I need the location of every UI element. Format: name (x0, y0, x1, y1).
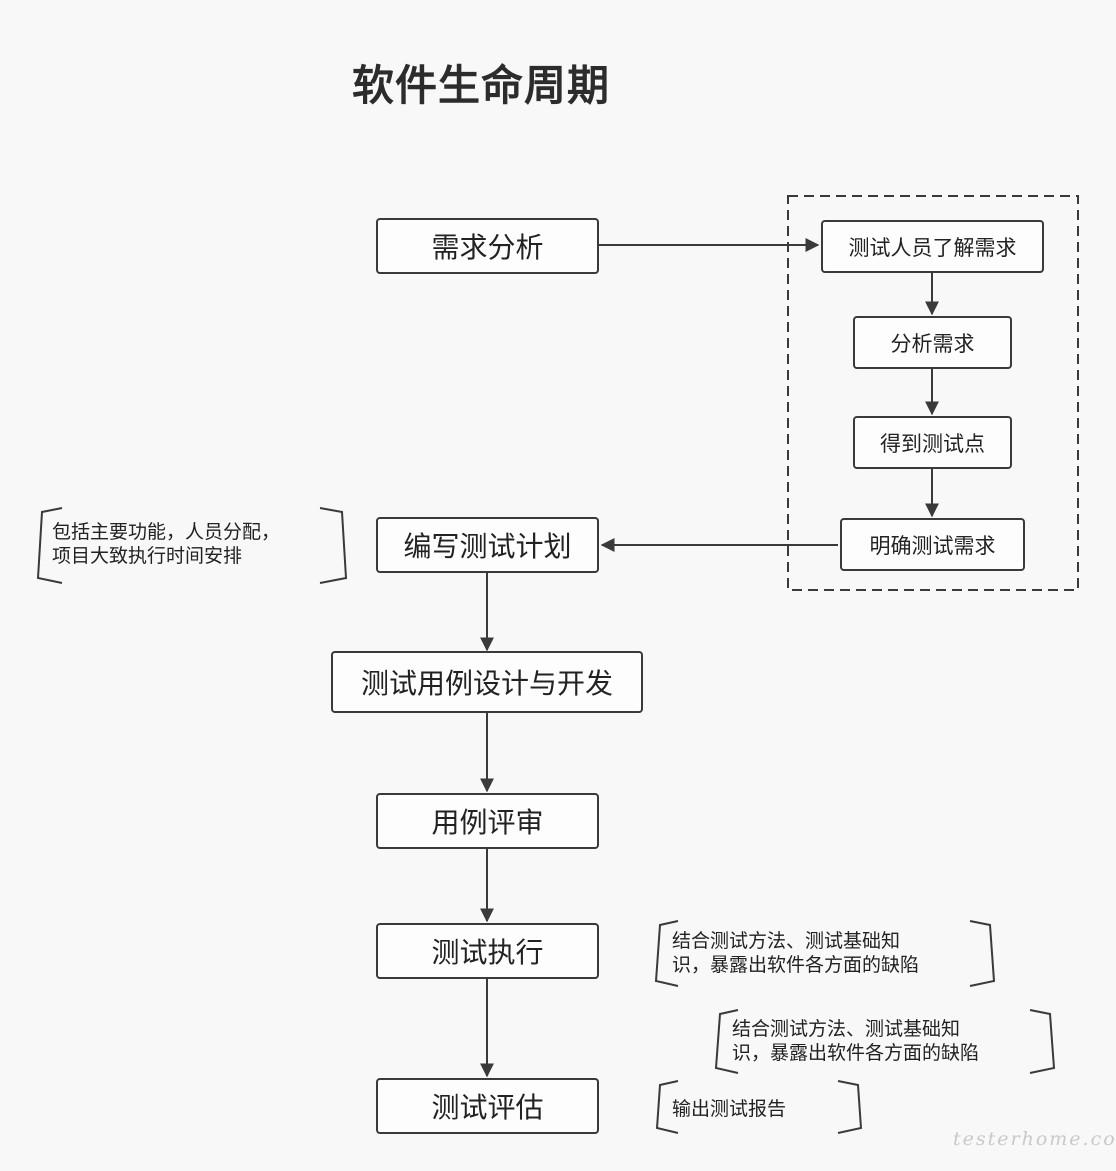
note-test-execution-repeat: 结合测试方法、测试基础知 识，暴露出软件各方面的缺陷 (732, 1018, 980, 1064)
watermark: testerhome.com (953, 1128, 1116, 1150)
step-test-execution-label: 测试执行 (431, 936, 544, 969)
step-write-test-plan: 编写测试计划 (376, 517, 599, 573)
note-plan-bracket-left (36, 507, 63, 584)
step-requirements-analysis: 需求分析 (376, 218, 599, 274)
step-test-execution: 测试执行 (376, 923, 599, 979)
step-case-review: 用例评审 (376, 793, 599, 849)
note-plan-bracket-right (319, 507, 348, 584)
note-execution-repeat-bracket-left (714, 1009, 739, 1074)
step-test-evaluation-label: 测试评估 (431, 1091, 544, 1124)
substep-understand-requirements-label: 测试人员了解需求 (848, 235, 1017, 260)
substep-clarify-test-requirements-label: 明确测试需求 (869, 533, 996, 558)
substep-get-test-points-label: 得到测试点 (880, 431, 985, 456)
note-evaluation-bracket-left (655, 1080, 679, 1134)
note-test-plan: 包括主要功能，人员分配， 项目大致执行时间安排 (52, 521, 281, 567)
sub-process-group (787, 195, 1079, 591)
step-test-case-design: 测试用例设计与开发 (331, 651, 643, 713)
step-requirements-analysis-label: 需求分析 (431, 231, 544, 264)
step-write-test-plan-label: 编写测试计划 (403, 530, 572, 563)
substep-analyze-requirements-label: 分析需求 (890, 331, 975, 356)
step-test-case-design-label: 测试用例设计与开发 (360, 667, 613, 700)
diagram-title: 软件生命周期 (352, 61, 611, 110)
note-evaluation-bracket-right (837, 1080, 863, 1134)
substep-analyze-requirements: 分析需求 (853, 316, 1012, 369)
substep-clarify-test-requirements: 明确测试需求 (840, 518, 1025, 571)
note-test-evaluation: 输出测试报告 (672, 1098, 787, 1120)
note-execution-repeat-bracket-right (1029, 1009, 1056, 1074)
step-test-evaluation: 测试评估 (376, 1078, 599, 1134)
note-test-execution: 结合测试方法、测试基础知 识，暴露出软件各方面的缺陷 (672, 930, 920, 976)
note-execution-bracket-right (969, 920, 996, 987)
note-execution-bracket-left (654, 920, 679, 987)
substep-understand-requirements: 测试人员了解需求 (821, 220, 1044, 273)
step-case-review-label: 用例评审 (431, 806, 544, 839)
substep-get-test-points: 得到测试点 (853, 416, 1012, 469)
